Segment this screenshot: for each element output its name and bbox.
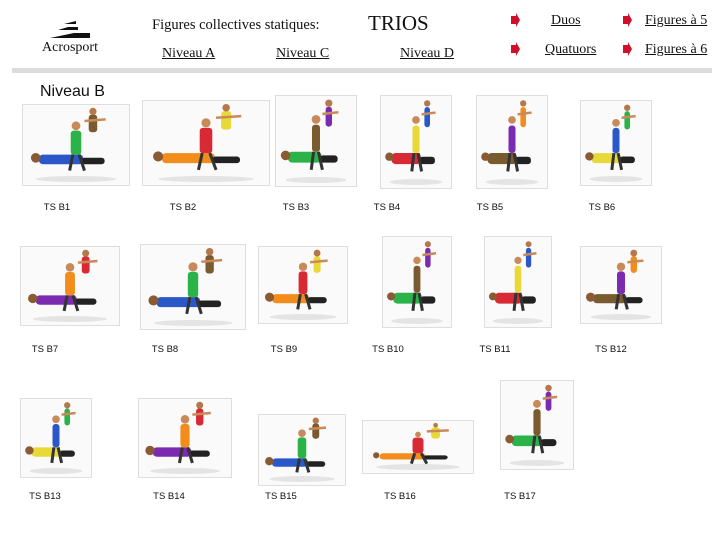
figure-thumbnail[interactable] — [275, 95, 357, 187]
figure-label: TS B10 — [372, 344, 404, 355]
figure-label: TS B12 — [595, 344, 627, 355]
figure-label: TS B4 — [373, 202, 401, 213]
figure-thumbnail[interactable] — [500, 380, 574, 470]
figure-label: TS B1 — [43, 202, 71, 213]
figure-thumbnail[interactable] — [380, 95, 452, 189]
figure-label: TS B3 — [282, 202, 310, 213]
figure-thumbnail[interactable] — [140, 244, 246, 330]
figure-thumbnail[interactable] — [476, 95, 548, 189]
figure-thumbnail[interactable] — [258, 414, 346, 486]
figure-label: TS B9 — [270, 344, 298, 355]
figure-thumbnail[interactable] — [22, 104, 130, 186]
arrow-bullet-icon — [623, 42, 632, 56]
figure-thumbnail[interactable] — [484, 236, 552, 328]
figure-label: TS B17 — [504, 491, 536, 502]
header-divider — [12, 68, 712, 73]
nav-niveau-a[interactable]: Niveau A — [162, 46, 216, 61]
nav-niveau-c[interactable]: Niveau C — [276, 46, 330, 61]
arrow-bullet-icon — [511, 13, 520, 27]
figure-label: TS B2 — [169, 202, 197, 213]
logo-label: Acrosport — [42, 40, 98, 55]
section-heading: Niveau B — [40, 83, 105, 100]
nav-figures-6[interactable]: Figures à 6 — [645, 42, 708, 57]
figure-label: TS B13 — [29, 491, 61, 502]
nav-duos[interactable]: Duos — [551, 13, 581, 28]
figure-thumbnail[interactable] — [258, 246, 348, 324]
figure-label: TS B8 — [151, 344, 179, 355]
nav-niveau-d[interactable]: Niveau D — [400, 46, 455, 61]
figure-thumbnail[interactable] — [362, 420, 474, 474]
nav-quatuors[interactable]: Quatuors — [545, 42, 597, 57]
figure-thumbnail[interactable] — [20, 246, 120, 326]
figure-label: TS B6 — [588, 202, 616, 213]
figure-label: TS B11 — [479, 344, 511, 355]
figure-label: TS B15 — [265, 491, 297, 502]
figure-thumbnail[interactable] — [382, 236, 452, 328]
figure-thumbnail[interactable] — [142, 100, 270, 186]
figure-thumbnail[interactable] — [580, 246, 662, 324]
figure-label: TS B14 — [153, 491, 185, 502]
figure-thumbnail[interactable] — [138, 398, 232, 478]
page-title: TRIOS — [368, 11, 429, 35]
figure-thumbnail[interactable] — [580, 100, 652, 186]
arrow-bullet-icon — [511, 42, 520, 56]
figure-label: TS B16 — [384, 491, 416, 502]
arrow-bullet-icon — [623, 13, 632, 27]
acrosport-logo-icon — [50, 21, 90, 38]
page-title-prefix: Figures collectives statiques: — [152, 17, 320, 33]
figure-label: TS B5 — [476, 202, 504, 213]
nav-figures-5[interactable]: Figures à 5 — [645, 13, 708, 28]
figure-thumbnail[interactable] — [20, 398, 92, 478]
figure-label: TS B7 — [31, 344, 59, 355]
